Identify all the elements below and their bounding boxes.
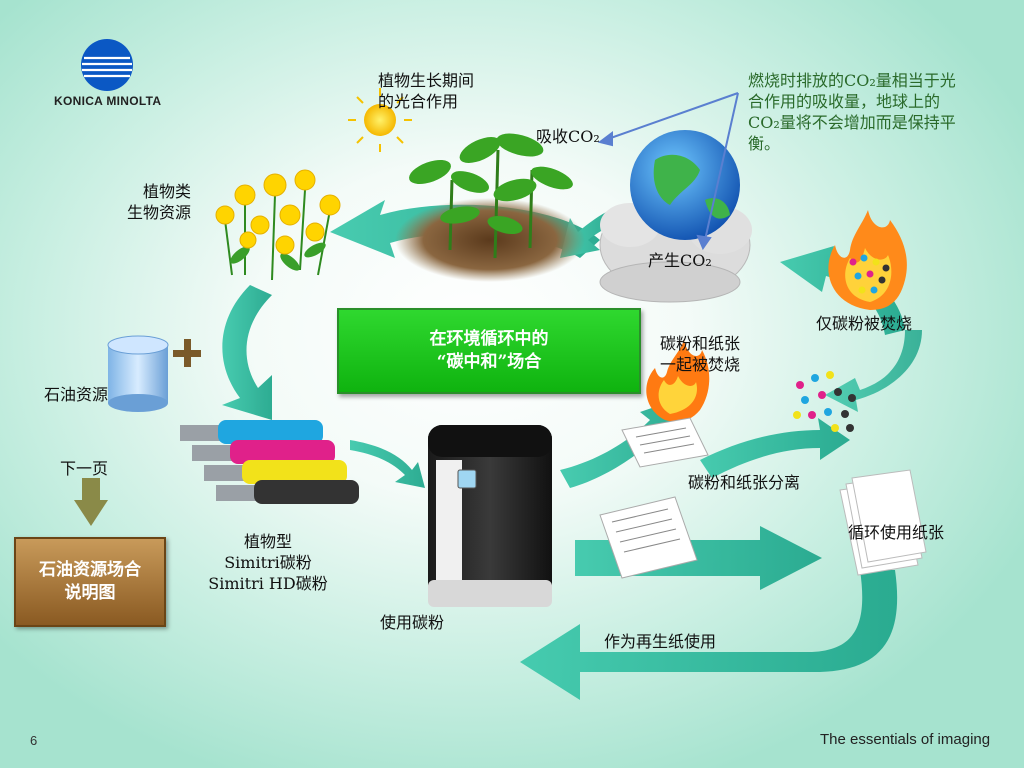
as-recycled-paper-label: 作为再生纸使用 xyxy=(604,632,717,651)
arrow-recycled-return xyxy=(520,570,898,700)
down-arrow-icon xyxy=(74,478,108,526)
next-page-link[interactable]: 下一页 xyxy=(60,459,109,478)
absorb-co2-label: 吸收CO₂ xyxy=(536,127,600,146)
toner-only-burned-label: 仅碳粉被焚烧 xyxy=(816,314,913,333)
use-toner-label: 使用碳粉 xyxy=(380,613,445,632)
page-number: 6 xyxy=(30,733,38,748)
plus-icon xyxy=(173,339,201,367)
arrow-printer-to-burn xyxy=(560,395,690,488)
paper-stack-icon xyxy=(839,469,927,576)
arrow-separation xyxy=(700,418,850,478)
produce-co2-label: 产生CO₂ xyxy=(648,251,712,270)
oil-resource-label: 石油资源 xyxy=(44,385,109,404)
oil-cylinder-icon xyxy=(107,335,169,412)
sun-icon xyxy=(348,88,412,152)
printer-icon xyxy=(428,425,552,607)
arrow-toner-to-printer xyxy=(350,440,425,488)
earth-cloud-icon xyxy=(599,130,752,303)
toner-cartridges-icon xyxy=(180,420,359,504)
carbon-neutral-box: 在环境循环中的 “碳中和”场合 xyxy=(337,308,641,394)
arrow-flowers-to-toner xyxy=(222,285,272,420)
arrow-fire-to-cloud xyxy=(780,246,905,335)
arrow-fire-to-dots xyxy=(825,330,922,412)
burning-paper-icon xyxy=(621,340,710,468)
plant-toner-label: 植物型 Simitri碳粉 Simitri HD碳粉 xyxy=(208,532,328,593)
petroleum-scenario-button[interactable]: 石油资源场合 说明图 xyxy=(14,537,166,627)
plant-biomass-label: 植物类 生物资源 xyxy=(127,182,192,222)
recycled-paper-label: 循环使用纸张 xyxy=(848,523,945,542)
toner-paper-burned-label: 碳粉和纸张 一起被焚烧 xyxy=(660,334,741,374)
toner-dots-icon xyxy=(793,371,856,432)
flowers-icon xyxy=(215,169,341,281)
brand-name: KONICA MINOLTA xyxy=(54,94,162,108)
tagline: The essentials of imaging xyxy=(820,731,991,748)
balance-note: 燃烧时排放的CO₂量相当于光 合作用的吸收量，地球上的 CO₂量将不会增加而是保… xyxy=(748,71,956,153)
toner-paper-separated-label: 碳粉和纸张分离 xyxy=(688,473,801,492)
pointer-lines xyxy=(597,92,739,251)
toner-fire-icon xyxy=(828,210,907,310)
konica-minolta-logo-icon xyxy=(81,39,133,91)
printed-paper-icon xyxy=(599,496,698,579)
photosynthesis-label: 植物生长期间 的光合作用 xyxy=(378,71,475,111)
seedlings-icon xyxy=(395,133,585,282)
